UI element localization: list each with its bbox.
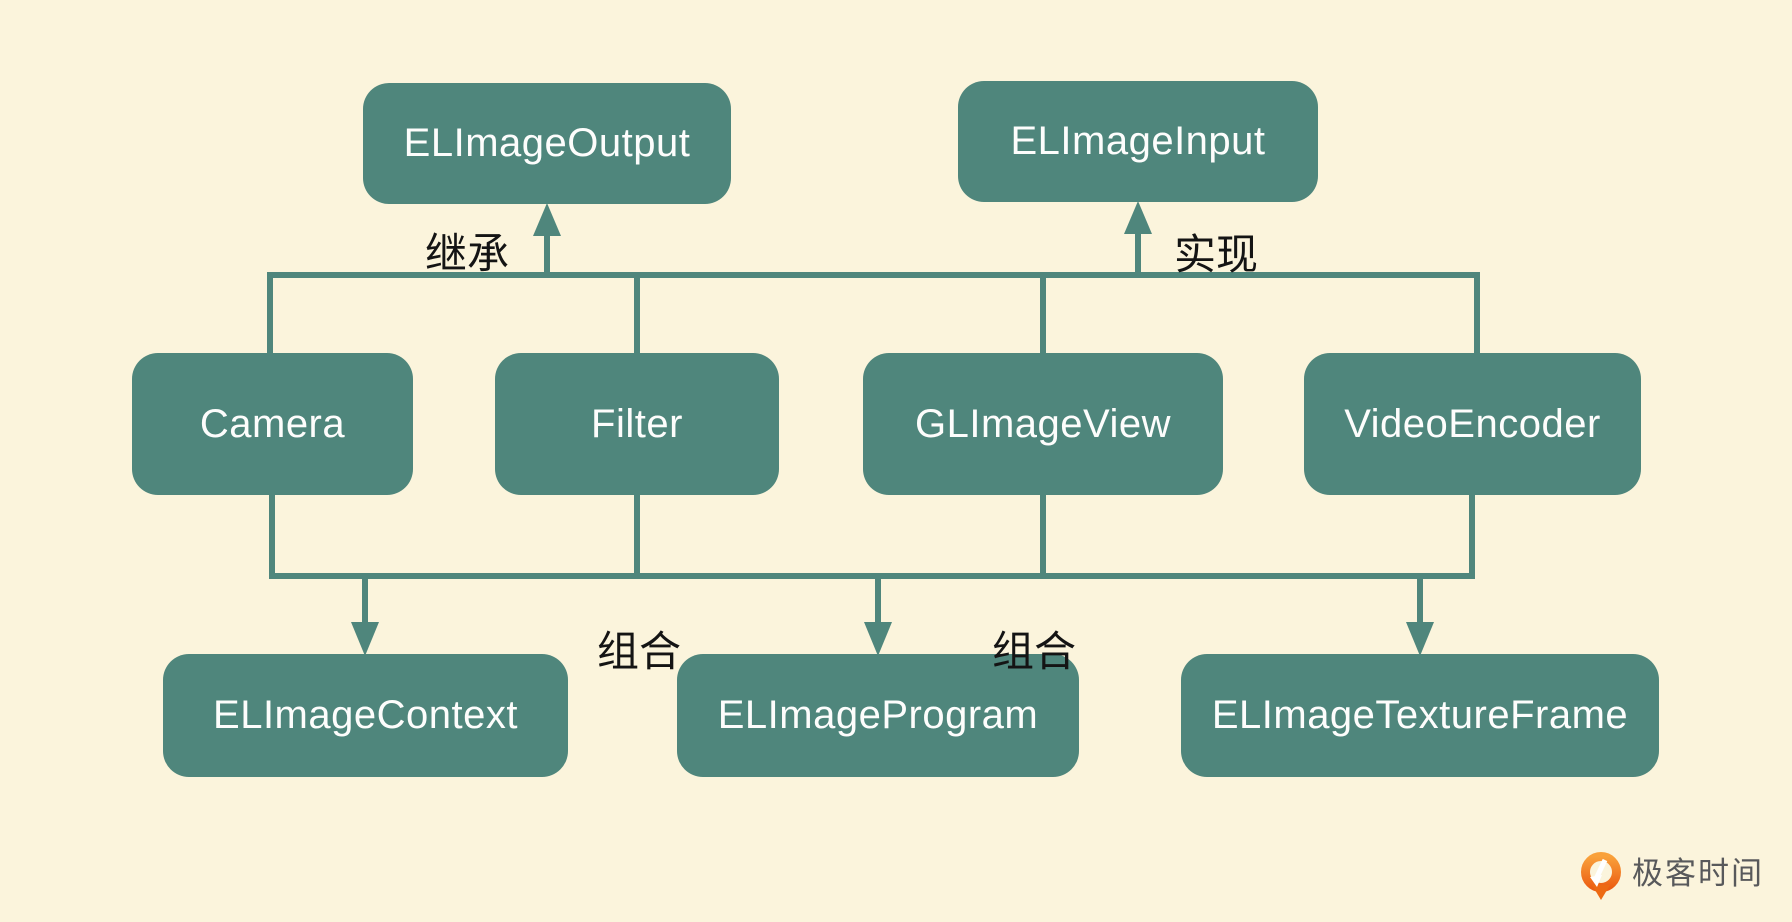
node-filter: Filter — [495, 353, 779, 495]
geektime-logo-icon — [1581, 852, 1621, 900]
node-elimagecontext: ELImageContext — [163, 654, 568, 777]
composition-arrowhead-textureframe — [1406, 622, 1434, 656]
edge-label-inherit: 继承 — [424, 230, 510, 277]
implementation-arrowhead — [1124, 201, 1152, 234]
bottom-bus-line — [269, 495, 1475, 579]
geektime-logo-text: 极客时间 — [1632, 856, 1764, 891]
node-glimageview: GLImageView — [863, 353, 1223, 495]
node-elimageprogram: ELImageProgram — [677, 654, 1079, 777]
node-camera: Camera — [132, 353, 413, 495]
edge-label-implement: 实现 — [1173, 231, 1259, 278]
node-elimagetextureframe: ELImageTextureFrame — [1181, 654, 1659, 777]
edge-label-compose-left: 组合 — [596, 628, 682, 675]
composition-arrowhead-context — [351, 622, 379, 656]
edge-label-compose-right: 组合 — [991, 628, 1077, 675]
geektime-logo: 极客时间 — [1632, 846, 1764, 902]
composition-arrowhead-program — [864, 622, 892, 656]
node-videoencoder: VideoEncoder — [1304, 353, 1641, 495]
node-elimageinput: ELImageInput — [958, 81, 1318, 202]
node-elimageoutput: ELImageOutput — [363, 83, 731, 204]
top-bus-line — [267, 272, 1480, 353]
inheritance-arrowhead — [533, 203, 561, 236]
